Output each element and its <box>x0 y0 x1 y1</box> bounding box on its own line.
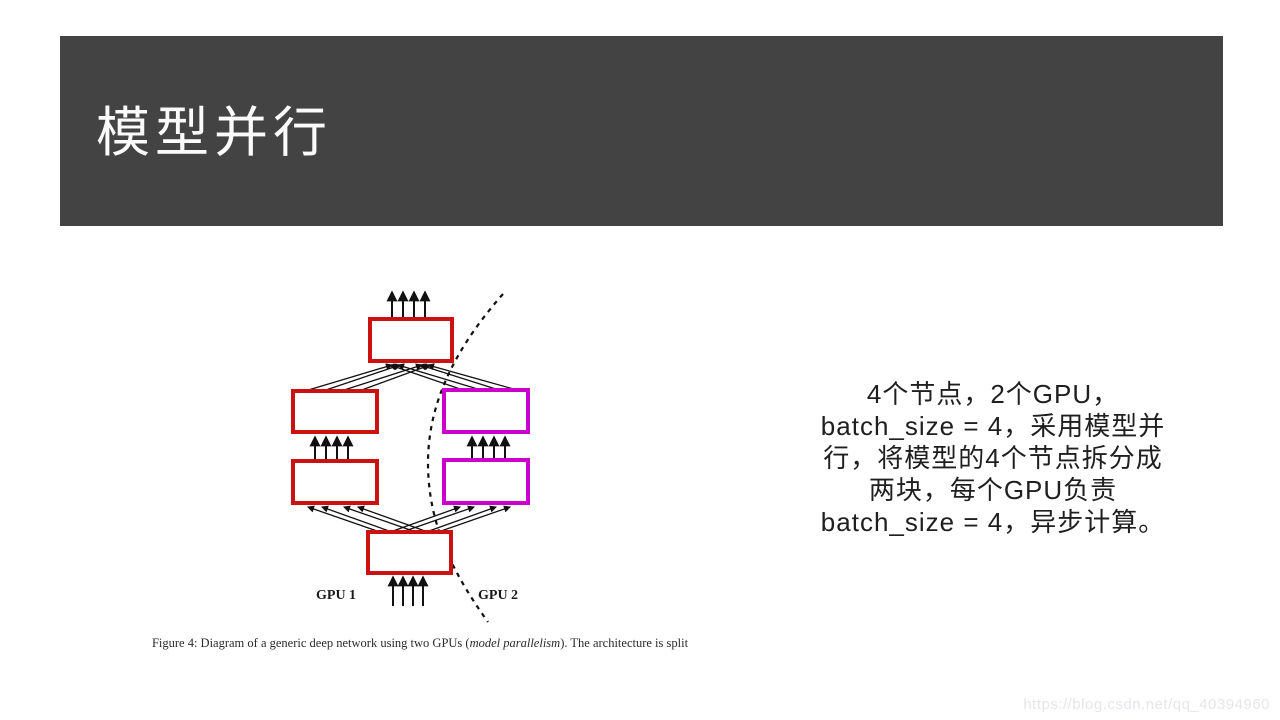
top-fan-connections <box>304 363 518 392</box>
gpu2-label: GPU 2 <box>478 588 519 603</box>
gpu1-label: GPU 1 <box>316 588 357 603</box>
caption-prefix: Figure 4: Diagram of a generic deep netw… <box>151 636 470 650</box>
layer-box-mid-lower-right <box>442 458 530 505</box>
annotation-line: batch_size = 4，异步计算。 <box>820 507 1166 537</box>
bottom-fan-connections <box>306 505 512 532</box>
annotation-line: batch_size = 4，采用模型并 <box>820 411 1166 441</box>
left-column-arrows <box>309 435 354 460</box>
layer-box-mid-upper-left <box>291 389 379 434</box>
title-band: 模型并行 <box>60 36 1223 226</box>
annotation-line: 行，将模型的4个节点拆分成 <box>823 443 1163 473</box>
gpu-split-dashed-curve <box>426 293 504 623</box>
layer-box-bottom <box>366 530 453 575</box>
figure-caption: Figure 4: Diagram of a generic deep netw… <box>100 636 740 651</box>
annotation-line: 4个节点，2个GPU， <box>866 379 1120 409</box>
right-column-arrows <box>466 435 511 460</box>
annotation-text: 4个节点，2个GPU， batch_size = 4，采用模型并 行，将模型的4… <box>778 378 1208 538</box>
layer-box-mid-lower-left <box>291 459 379 505</box>
caption-italic: model parallelism <box>469 636 561 650</box>
slide-title: 模型并行 <box>96 103 332 163</box>
layer-box-mid-upper-right <box>442 388 530 434</box>
output-arrows <box>386 290 431 318</box>
input-arrows <box>387 575 429 606</box>
annotation-line: 两块，每个GPU负责 <box>868 475 1118 505</box>
caption-suffix: ). The architecture is split <box>560 636 689 650</box>
layer-box-top <box>368 317 454 363</box>
watermark-url: https://blog.csdn.net/qq_40394960 <box>1023 696 1270 713</box>
